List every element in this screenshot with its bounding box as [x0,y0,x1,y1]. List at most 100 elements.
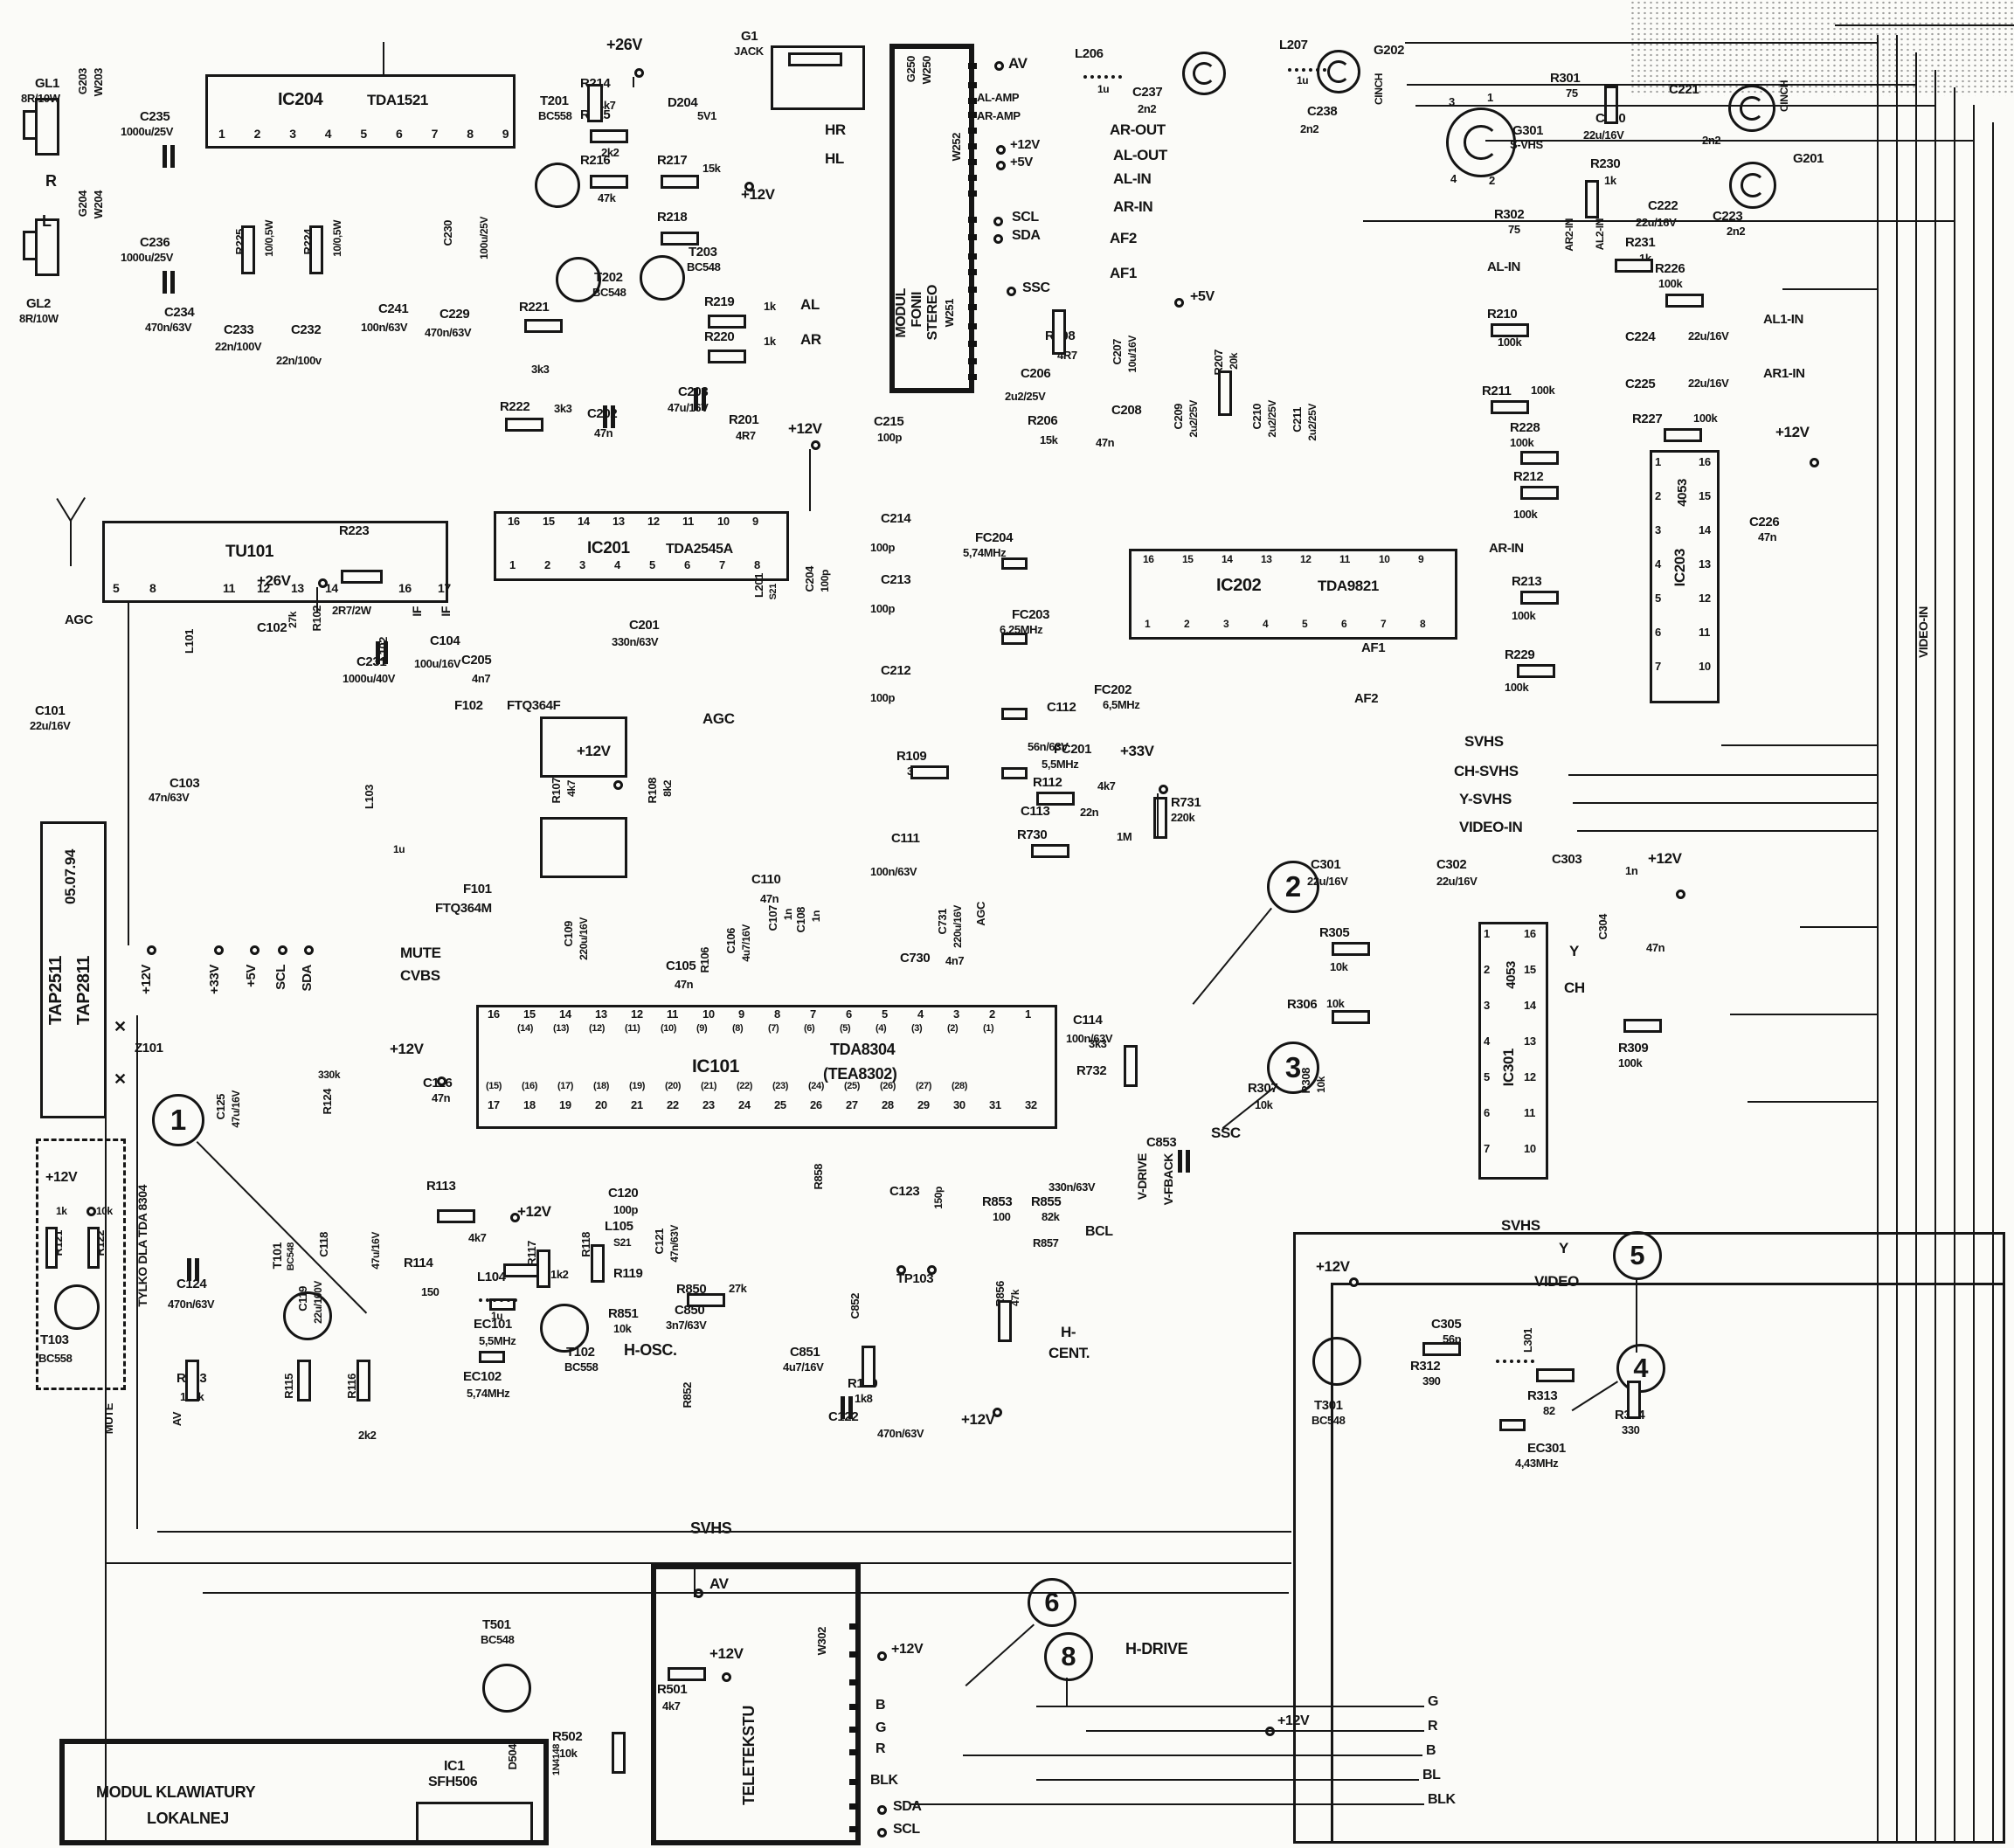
label-100k: 100k [1498,336,1522,349]
label-c301: C301 [1311,857,1341,872]
label-+12v: +12V [1775,424,1810,440]
pin-number-ic101-pins-top-alt: (4) [876,1023,887,1034]
label-c105: C105 [666,959,696,973]
terminal-+5V-fonii [996,161,1006,170]
resistor-body [505,418,543,432]
label-220k: 220k [1171,811,1195,824]
pin-number-ic201-pins-bottom: 4 [614,558,620,571]
pin-number-ic101-pins-top: 16 [488,1007,500,1021]
label-ssc: SSC [1211,1125,1241,1141]
label-r307: R307 [1248,1081,1278,1096]
pin-square-w302-pins [849,1651,858,1658]
label-c238: C238 [1307,104,1338,119]
label-ar-amp: AR-AMP [977,109,1021,122]
label-c206: C206 [1021,366,1051,381]
label-100p: 100p [870,541,896,554]
label-2u225v: 2u2/25V [1005,390,1046,403]
label-c213: C213 [881,572,911,587]
label-if: IF [439,606,453,617]
label-100k: 100k [1513,508,1538,521]
pin-number-ic101-pins-bottom: 30 [953,1098,965,1111]
label-1u: 1u [1297,74,1309,87]
label-t103: T103 [40,1332,69,1347]
pin-number-ic101-pins-bottom: 26 [810,1098,822,1111]
label-tda9821: TDA9821 [1318,578,1379,594]
label-1000u40v: 1000u/40V [343,672,396,685]
label-c113: C113 [1021,804,1050,819]
label-tap2511: TAP2511 [46,956,66,1026]
pin-square-w302-pins [849,1779,858,1785]
connector-contact [1327,60,1350,83]
transistor-T103 [54,1284,100,1330]
resistor-body [356,1360,370,1402]
label-10k: 10k [559,1747,578,1760]
label-r115: R115 [282,1374,295,1399]
label-+12v: +12V [390,1041,424,1057]
label-fc201: FC201 [1054,742,1092,757]
label-agc: AGC [702,710,735,727]
label-443mhz: 4,43MHz [1515,1457,1559,1470]
pin-square-w251-pins [968,341,977,347]
pin-number-ic301-pins-left: 5 [1484,1070,1490,1083]
pin-number-ic202-pins-top: 10 [1379,553,1390,565]
wire [315,587,318,612]
pin-number-ic101-pins-top: 3 [953,1007,959,1021]
pin-number-ic101-pins-bottom-alt: (24) [808,1081,824,1091]
resistor-body [1536,1368,1575,1382]
label-100k: 100k [1618,1056,1643,1069]
resistor-body [590,129,628,143]
label-100u25v: 100u/25V [478,217,490,260]
pin-number-ic101-pins-bottom-alt: (25) [844,1081,860,1091]
label-1: 1 [1487,91,1493,104]
pin-number-ic201-pins-top: 13 [613,515,625,528]
pin-number-ic101-pins-top-alt: (12) [589,1023,605,1034]
pin-number-ic101-pins-top-alt: (14) [517,1023,533,1034]
pin-number-tu101-pins: 11 [223,581,235,595]
label-r114: R114 [404,1256,433,1270]
label-2n2: 2n2 [1727,225,1746,238]
terminal-SDA [993,234,1003,244]
pin-number-ic101-pins-top: 6 [846,1007,852,1021]
label-c108: C108 [794,907,807,933]
label-5v1: 5V1 [697,109,716,122]
label-47n: 47n [760,892,779,905]
resistor-body [1052,309,1066,355]
label-2k2: 2k2 [358,1429,377,1442]
pin-square-w251-pins [968,374,977,380]
label-r212: R212 [1513,469,1544,484]
terminal-+12V-ic203 [1810,458,1819,467]
resistor-body [1664,428,1702,442]
label-d204: D204 [668,95,698,110]
pin-number-tu101-pins: 17 [438,581,451,595]
capacitor-symbol [603,405,615,428]
label-c124: C124 [176,1277,207,1291]
label-r219: R219 [704,294,735,309]
label-fc204: FC204 [975,530,1014,545]
label-c224: C224 [1625,329,1656,344]
label-r230: R230 [1590,156,1621,171]
wire [1407,84,1917,87]
label-100p: 100p [819,570,831,592]
teletekst-box [651,1564,861,1845]
pin-number-ic202-pins-bottom: 1 [1145,618,1151,630]
label-ec301: EC301 [1527,1441,1566,1456]
label-: ✕ [114,1018,127,1035]
resistor-body [1218,370,1232,416]
pin-number-ic204-pins: 5 [360,127,367,141]
label-1k: 1k [1604,174,1616,187]
label-sda: SDA [893,1799,922,1814]
label-sda: SDA [1012,228,1041,243]
pin-number-ic101-pins-bottom: 18 [523,1098,536,1111]
pin-number-ic203-pins-right: 10 [1699,660,1711,673]
label-27k: 27k [729,1282,747,1295]
label-330n63v: 330n/63V [612,635,659,648]
label-: ✕ [114,1070,127,1088]
label-1k2: 1k2 [550,1268,569,1281]
label-56n63v: 56n/63V [1028,740,1069,753]
resistor-body [708,315,746,329]
resistor-body [185,1360,199,1402]
pin-number-ic101-pins-top-alt: (1) [983,1023,994,1034]
pin-square-w251-pins [968,234,977,240]
label-c241: C241 [378,301,409,316]
transistor-T202 [556,257,601,302]
